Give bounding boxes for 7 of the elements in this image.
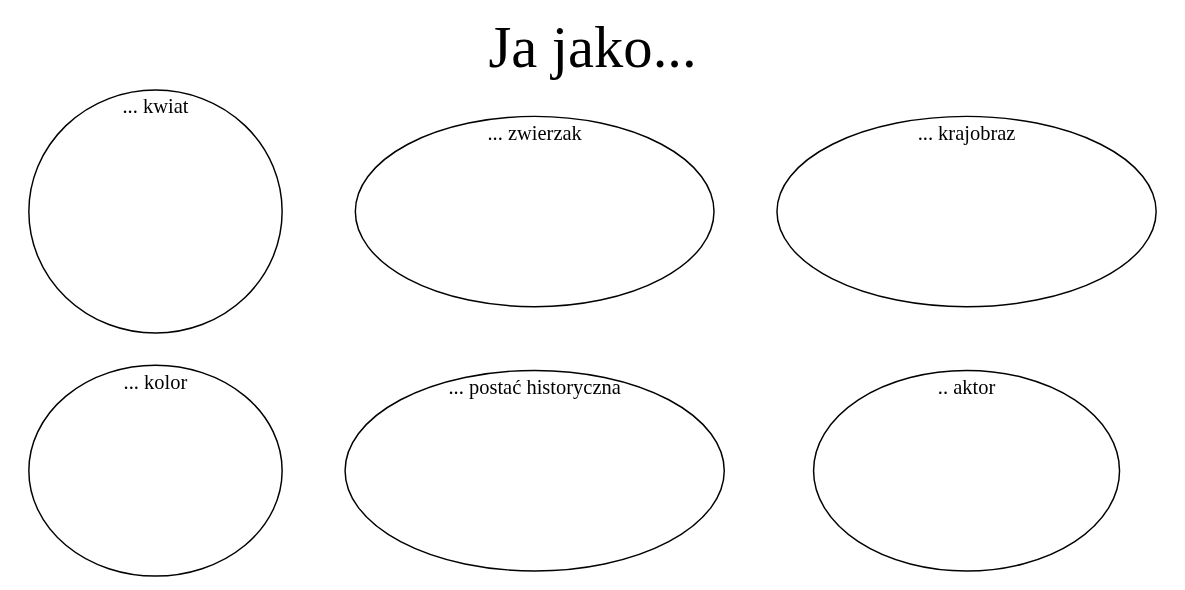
diagram-title: Ja jako...: [488, 14, 697, 80]
node-ellipse: ... krajobraz: [776, 115, 1157, 308]
node-ellipse: ... postać historyczna: [344, 369, 725, 572]
node-ellipse: .. aktor: [812, 369, 1121, 572]
node-ellipse: ... zwierzak: [354, 115, 715, 308]
node-circle: ... kwiat: [28, 89, 283, 334]
node-ellipse: ... kolor: [28, 364, 283, 577]
